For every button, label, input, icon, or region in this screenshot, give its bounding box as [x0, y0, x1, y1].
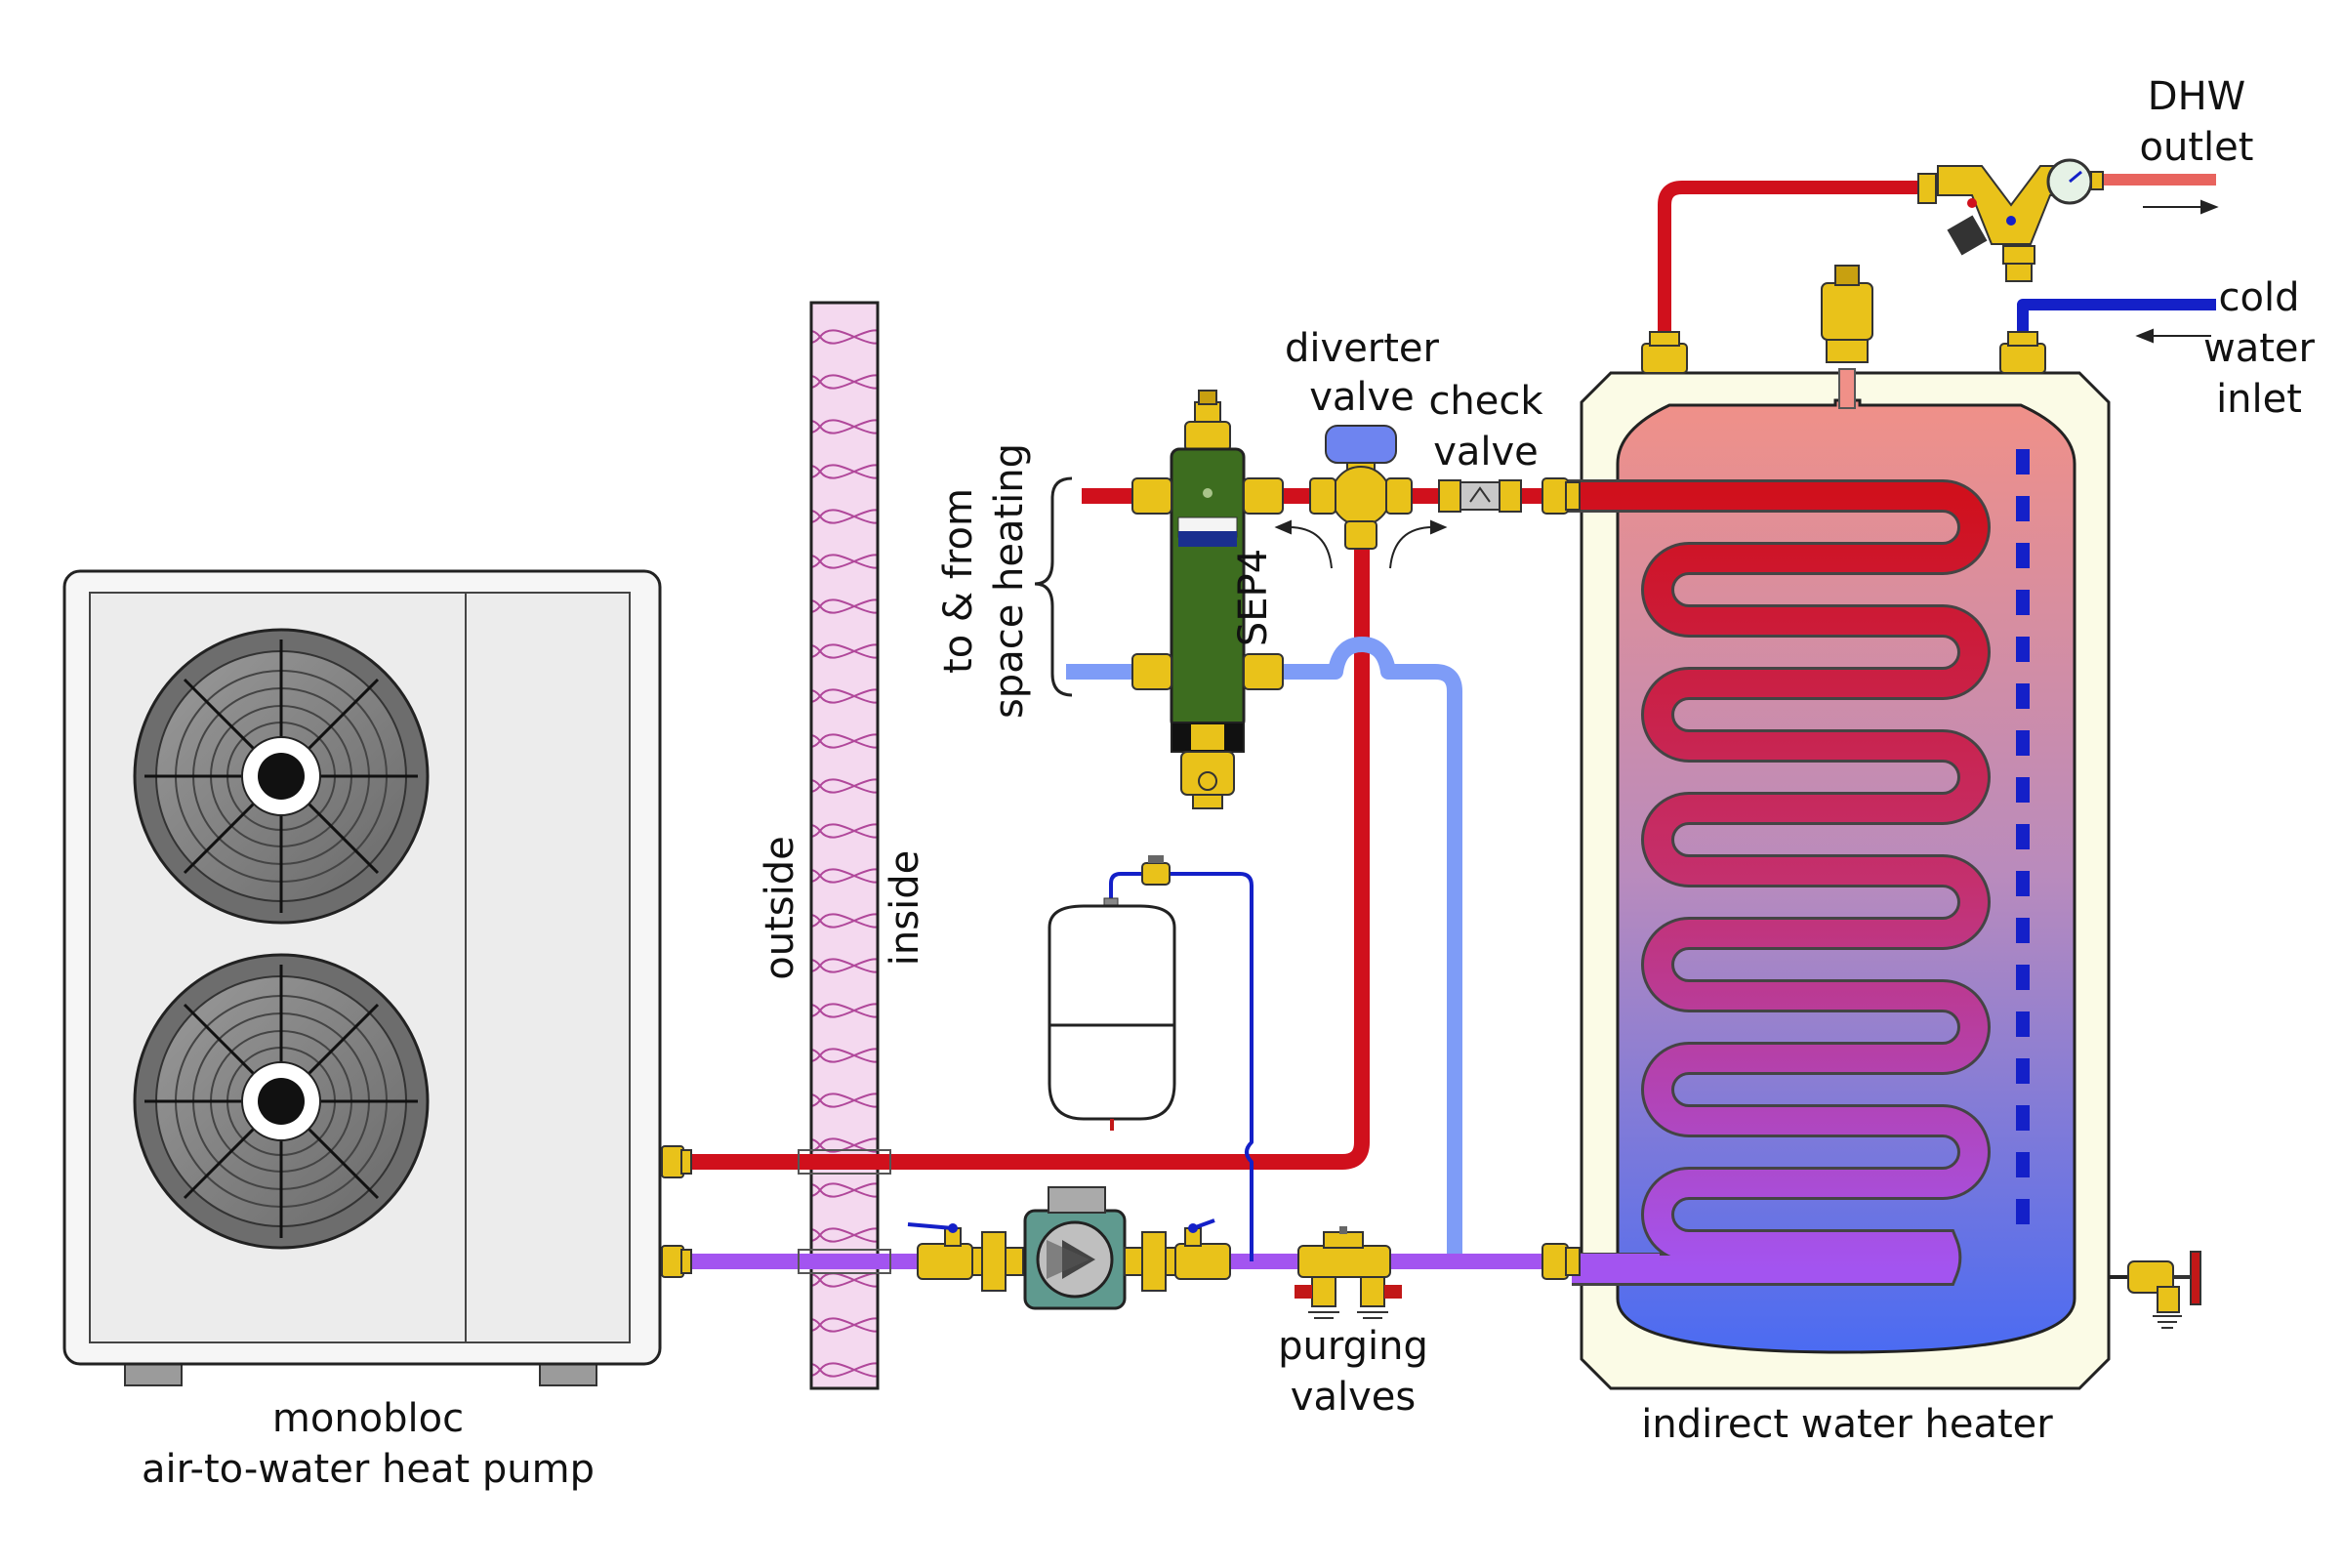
heat-pump-foot-left: [124, 1361, 183, 1386]
exterior-wall-insulation: [809, 301, 880, 1390]
heat-pump-foot-right: [539, 1361, 597, 1386]
inside-label: inside: [883, 850, 927, 966]
check-valve-label-line2: valve: [1433, 430, 1539, 475]
coil-return-fitting: [1541, 1243, 1569, 1280]
wall-sleeve-lower: [798, 1249, 891, 1274]
purging-valves-label-line2: valves: [1291, 1375, 1416, 1420]
diverter-valve-label-line1: diverter: [1285, 326, 1440, 371]
separator-label: SEP4: [1231, 549, 1276, 646]
hot-supply-pipe: [674, 508, 1370, 1170]
fan-upper: [133, 628, 430, 925]
check-valve-label-line1: check: [1428, 379, 1543, 424]
expansion-tank: [1048, 855, 1176, 1131]
diverter-valve-label-line2: valve: [1309, 375, 1415, 420]
diverter-valve-body: [1309, 425, 1413, 550]
water-heater-label: indirect water heater: [1641, 1402, 2053, 1447]
purging-valve-assembly: [1295, 1226, 1402, 1319]
hydraulic-separator-sep4: [1131, 390, 1284, 809]
purging-valves-label-line1: purging: [1278, 1324, 1428, 1369]
dhw-outlet-label-line1: DHW: [2148, 74, 2245, 119]
indirect-water-heater: [1541, 265, 2201, 1390]
tank-cold-port: [1999, 343, 2046, 374]
space-heating-bracket: [1034, 476, 1073, 697]
space-heating-label-line1: to & from: [936, 488, 981, 674]
diverter-flow-arrows: [1274, 519, 1448, 569]
wall-sleeve-upper: [798, 1149, 891, 1175]
heat-pump-fittings: [661, 1145, 692, 1278]
dhw-hot-pipe: [1658, 181, 1928, 467]
tank-drain-valve: [2127, 1251, 2201, 1329]
fan-lower: [133, 953, 430, 1250]
air-vent: [1821, 265, 1873, 363]
space-heating-return-pipe: [1066, 637, 1462, 1259]
cold-inlet-label-line3: inlet: [2216, 377, 2302, 422]
outside-label: outside: [758, 836, 802, 979]
cold-inlet-label-line2: water: [2203, 326, 2316, 371]
space-heating-label-line2: space heating: [987, 443, 1032, 719]
flow-arrows-dhw: [2135, 199, 2219, 344]
heat-pump-side-panel: [465, 592, 631, 1343]
cold-inlet-label-line1: cold: [2219, 275, 2300, 320]
expansion-tank-line: [1109, 872, 1254, 1261]
circulator-pump-assembly: [907, 1186, 1231, 1310]
heat-pump-label-line1: monobloc: [272, 1396, 464, 1441]
heat-pump-unit: [62, 569, 662, 1386]
coil-supply-fitting: [1541, 477, 1569, 515]
thermostatic-mixing-valve: [1917, 158, 2104, 282]
check-valve-body: [1438, 479, 1522, 513]
dhw-outlet-label-line2: outlet: [2140, 125, 2254, 170]
tank-vent-nipple: [1838, 368, 1856, 409]
heat-pump-label-line2: air-to-water heat pump: [142, 1447, 595, 1492]
tank-hot-port: [1641, 343, 1688, 374]
heat-exchanger-coil: [1562, 482, 1988, 1283]
